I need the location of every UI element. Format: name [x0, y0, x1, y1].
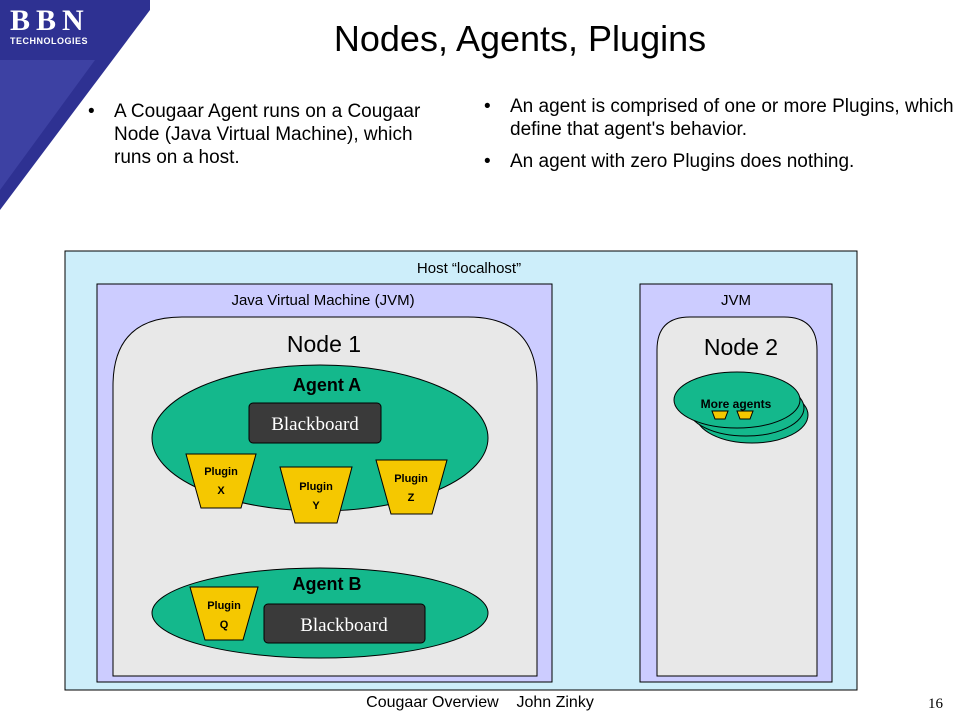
plugin-x-label-line2: X [217, 485, 225, 497]
bbn-logo: BBN [10, 4, 90, 37]
agent-b-label: Agent B [293, 574, 362, 594]
more-agents-plugin-2 [736, 410, 754, 420]
agent-a-blackboard [248, 402, 382, 444]
plugin-x-shape [185, 453, 257, 509]
more-agents-label: More agents [701, 397, 772, 411]
node2-box [656, 316, 818, 677]
agent-a-label: Agent A [293, 375, 361, 395]
slide-footer: Cougaar Overview John Zinky [366, 694, 594, 711]
left-bullet-list: A Cougaar Agent runs on a Cougaar Node (… [88, 100, 428, 169]
plugin-q-shape [189, 586, 259, 641]
agent-b-blackboard-label: Blackboard [300, 615, 388, 636]
jvm1-label: Java Virtual Machine (JVM) [231, 292, 414, 309]
node1-label: Node 1 [287, 331, 361, 357]
agent-b-blackboard [263, 603, 426, 644]
plugin-q-label-line2: Q [220, 619, 229, 631]
more-agents-ellipse-front [673, 371, 801, 429]
plugin-z-label-line1: Plugin [394, 473, 428, 485]
bbn-logo-subtitle: TECHNOLOGIES [10, 36, 89, 46]
bbn-logo-background [0, 0, 150, 210]
plugin-z-label-line2: Z [408, 492, 415, 504]
slide-title: Nodes, Agents, Plugins [333, 18, 707, 59]
plugin-y-shape [279, 466, 353, 524]
bullet-item: A Cougaar Agent runs on a Cougaar Node (… [88, 100, 428, 169]
right-bullet-list: An agent is comprised of one or more Plu… [484, 95, 954, 182]
bullet-item: An agent is comprised of one or more Plu… [484, 95, 954, 141]
agent-a-blackboard-label: Blackboard [271, 414, 359, 435]
plugin-x-label-line1: Plugin [204, 466, 238, 478]
plugin-z-shape [375, 459, 448, 515]
more-agents-plugin-1 [711, 410, 729, 420]
host-label: Host “localhost” [417, 260, 521, 277]
page-number: 16 [928, 696, 943, 712]
node2-label: Node 2 [704, 334, 778, 360]
plugin-q-label-line1: Plugin [207, 600, 241, 612]
plugin-y-label-line2: Y [312, 500, 320, 512]
jvm2-label: JVM [721, 292, 751, 309]
plugin-y-label-line1: Plugin [299, 481, 333, 493]
bullet-item: An agent with zero Plugins does nothing. [484, 150, 954, 173]
